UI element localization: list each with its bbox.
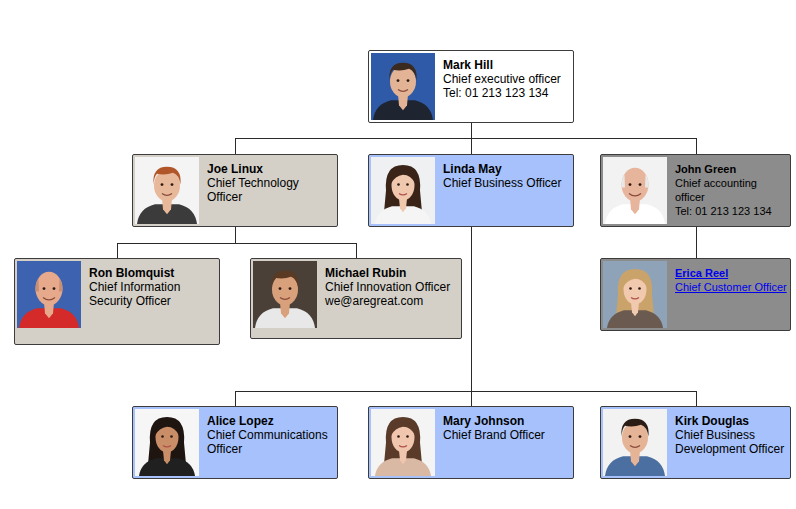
text-column: Mark HillChief executive officerTel: 01 … xyxy=(443,58,570,100)
person-name: Joe Linux xyxy=(207,162,334,176)
text-column: Kirk DouglasChief Business Development O… xyxy=(675,414,787,456)
portrait-photo xyxy=(371,157,435,224)
portrait-photo xyxy=(17,261,81,328)
text-column: Erica ReelChief Customer Officer xyxy=(675,266,787,294)
text-column: Linda MayChief Business Officer xyxy=(443,162,570,190)
portrait-photo xyxy=(371,53,435,120)
portrait-photo xyxy=(603,157,667,224)
text-column: Ron BlomquistChief Information Security … xyxy=(89,266,216,308)
person-name: Mark Hill xyxy=(443,58,570,72)
person-box: Erica ReelChief Customer Officer xyxy=(600,258,791,331)
contact-detail: Tel: 01 213 123 134 xyxy=(675,204,787,218)
text-column: Joe LinuxChief Technology Officer xyxy=(207,162,334,204)
person-name: Kirk Douglas xyxy=(675,414,787,428)
person-name: Ron Blomquist xyxy=(89,266,216,280)
job-title: Chief Innovation Officer xyxy=(325,280,458,294)
person-name: John Green xyxy=(675,162,787,176)
portrait-photo xyxy=(603,261,667,328)
reporting-line xyxy=(472,123,697,154)
person-name: Mary Johnson xyxy=(443,414,570,428)
job-title: Chief Brand Officer xyxy=(443,428,570,442)
job-title: Chief Business Officer xyxy=(443,176,570,190)
text-column: Michael RubinChief Innovation Officerwe@… xyxy=(325,266,458,308)
person-name: Michael Rubin xyxy=(325,266,458,280)
person-name: Linda May xyxy=(443,162,570,176)
reporting-line xyxy=(696,227,697,258)
job-title: Chief Business Development Officer xyxy=(675,428,787,456)
reporting-line xyxy=(236,227,357,258)
person-box: Mary JohnsonChief Brand Officer xyxy=(368,406,574,479)
job-title: Chief Communications Officer xyxy=(207,428,334,456)
reporting-line xyxy=(472,227,697,406)
text-column: Mary JohnsonChief Brand Officer xyxy=(443,414,570,442)
person-name: Erica Reel xyxy=(675,266,787,280)
reporting-line xyxy=(236,227,472,406)
person-box: Alice LopezChief Communications Officer xyxy=(132,406,338,479)
contact-detail: Tel: 01 213 123 134 xyxy=(443,86,570,100)
person-name: Alice Lopez xyxy=(207,414,334,428)
portrait-photo xyxy=(253,261,317,328)
person-box: Ron BlomquistChief Information Security … xyxy=(14,258,220,345)
portrait-photo xyxy=(135,409,199,476)
text-column: Alice LopezChief Communications Officer xyxy=(207,414,334,456)
reporting-line xyxy=(118,227,236,258)
person-box: Linda MayChief Business Officer xyxy=(368,154,574,227)
person-box: Kirk DouglasChief Business Development O… xyxy=(600,406,791,479)
job-title: Chief accounting officer xyxy=(675,176,787,204)
job-title: Chief Technology Officer xyxy=(207,176,334,204)
job-title: Chief executive officer xyxy=(443,72,570,86)
person-box: Joe LinuxChief Technology Officer xyxy=(132,154,338,227)
job-title: Chief Customer Officer xyxy=(675,280,787,294)
contact-detail: we@aregreat.com xyxy=(325,294,458,308)
person-box: Michael RubinChief Innovation Officerwe@… xyxy=(250,258,462,339)
reporting-line xyxy=(236,123,472,154)
portrait-photo xyxy=(135,157,199,224)
text-column: John GreenChief accounting officerTel: 0… xyxy=(675,162,787,218)
portrait-photo xyxy=(371,409,435,476)
person-box: Mark HillChief executive officerTel: 01 … xyxy=(368,50,574,123)
portrait-photo xyxy=(603,409,667,476)
person-box: John GreenChief accounting officerTel: 0… xyxy=(600,154,791,227)
job-title: Chief Information Security Officer xyxy=(89,280,216,308)
